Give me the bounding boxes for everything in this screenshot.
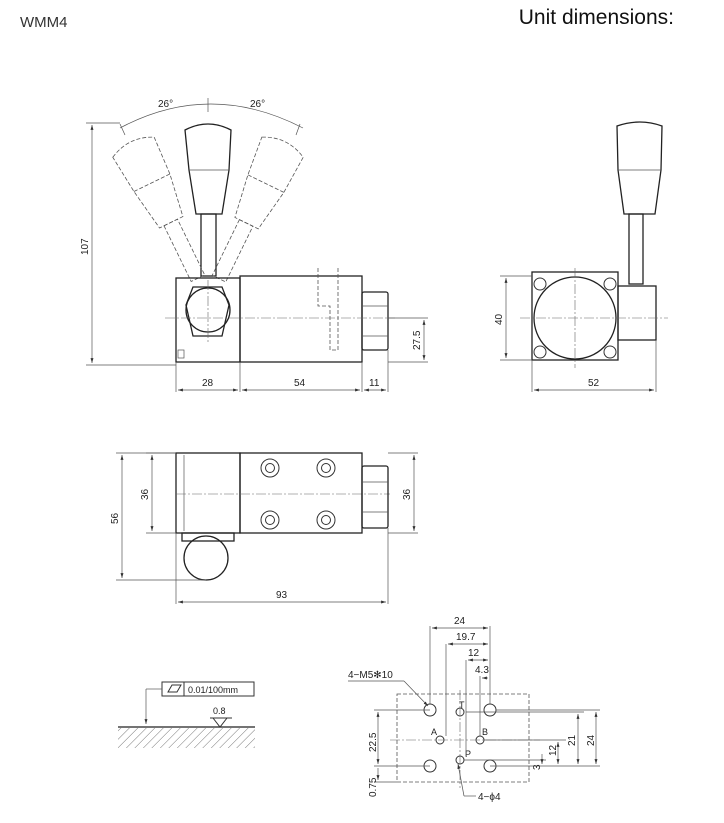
dim-19-7-label: 19.7 bbox=[456, 632, 476, 643]
handle-left-ghost bbox=[112, 136, 206, 283]
angle-left-tick bbox=[119, 123, 126, 136]
angle-right-label: 26° bbox=[250, 99, 265, 110]
handle-right-ghost bbox=[211, 136, 304, 283]
end-nut bbox=[361, 291, 389, 351]
port-p-label: P bbox=[465, 749, 471, 759]
side-pivot-block bbox=[617, 285, 657, 341]
dim-0-75-label: 0.75 bbox=[368, 777, 379, 797]
screw-hole-br bbox=[603, 345, 617, 359]
port-b-label: B bbox=[482, 727, 488, 737]
dim-22-5-label: 22.5 bbox=[368, 732, 379, 752]
dim-52-label: 52 bbox=[588, 378, 600, 389]
dim-27-5-label: 27.5 bbox=[412, 330, 423, 350]
dim-93-label: 93 bbox=[276, 590, 288, 601]
surface-hatch bbox=[118, 728, 255, 748]
model-label: WMM4 bbox=[20, 14, 68, 31]
dim-40-label: 40 bbox=[494, 313, 505, 325]
dim-107-label: 107 bbox=[80, 238, 91, 255]
valve-body bbox=[239, 275, 363, 363]
dim-12-v-label: 12 bbox=[548, 744, 559, 756]
roughness-value: 0.8 bbox=[213, 706, 226, 716]
angle-arc bbox=[119, 103, 304, 129]
port-hole-2 bbox=[321, 463, 331, 473]
top-view: 56 36 36 93 bbox=[110, 452, 418, 604]
port-t-label: T bbox=[459, 700, 465, 710]
port-hole-4 bbox=[321, 515, 331, 525]
handle-lever-center bbox=[200, 213, 217, 277]
port-note: 4−ϕ4 bbox=[478, 792, 501, 803]
side-handle-lever bbox=[628, 213, 644, 285]
dim-28-label: 28 bbox=[202, 378, 214, 389]
dim-3-label: 3 bbox=[532, 764, 543, 770]
roughness-icon bbox=[212, 717, 229, 728]
dim-24-label: 24 bbox=[454, 616, 466, 627]
top-knob-collar bbox=[181, 532, 235, 542]
screw-note: 4−M5✻10 bbox=[348, 670, 393, 681]
handle-knob-center bbox=[184, 123, 232, 215]
flatness-icon bbox=[167, 684, 182, 693]
screw-hole-2 bbox=[483, 703, 497, 717]
dim-36-left-label: 36 bbox=[140, 488, 151, 500]
top-handle-housing bbox=[175, 452, 241, 534]
top-end-nut bbox=[361, 465, 389, 529]
page-title: Unit dimensions: bbox=[518, 6, 674, 29]
port-hole-3 bbox=[265, 515, 275, 525]
mounting-outline bbox=[396, 693, 530, 783]
dim-4-3-label: 4.3 bbox=[475, 665, 489, 676]
dim-12-label: 12 bbox=[468, 648, 480, 659]
dim-24-v-label: 24 bbox=[586, 734, 597, 746]
housing-foot bbox=[177, 349, 185, 359]
internal-passage bbox=[317, 268, 339, 351]
top-knob bbox=[183, 535, 229, 581]
angle-left-label: 26° bbox=[158, 99, 173, 110]
dim-11-label: 11 bbox=[369, 378, 380, 389]
screw-hole-tl bbox=[533, 277, 547, 291]
dim-56-label: 56 bbox=[110, 512, 121, 524]
screw-hole-bl bbox=[533, 345, 547, 359]
top-valve-body bbox=[239, 452, 363, 534]
dim-36-right-label: 36 bbox=[402, 488, 413, 500]
side-view: 40 52 bbox=[494, 121, 668, 392]
port-a-label: A bbox=[431, 727, 437, 737]
flatness-value: 0.01/100mm bbox=[188, 685, 238, 695]
dim-54-label: 54 bbox=[294, 378, 306, 389]
side-handle-knob bbox=[616, 121, 663, 215]
dim-21-label: 21 bbox=[567, 734, 578, 746]
surface-spec: 0.01/100mm 0.8 bbox=[118, 681, 255, 748]
port-hole-1 bbox=[265, 463, 275, 473]
screw-hole-tr bbox=[603, 277, 617, 291]
angle-right-tick bbox=[295, 123, 301, 136]
front-view: 26° 26° bbox=[80, 98, 428, 392]
mounting-face: T A B P 24 19.7 12 4.3 4−M5✻10 4−ϕ4 22.5 bbox=[348, 616, 600, 803]
